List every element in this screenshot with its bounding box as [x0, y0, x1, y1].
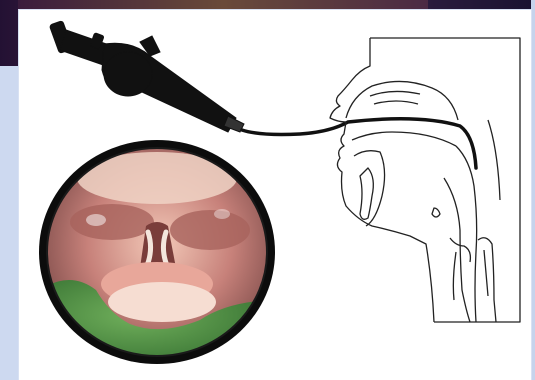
- head-sagittal-icon: [330, 38, 520, 322]
- endoscope-icon: [49, 21, 244, 132]
- scope-cable: [242, 119, 476, 168]
- larynx-view-icon: [39, 140, 280, 370]
